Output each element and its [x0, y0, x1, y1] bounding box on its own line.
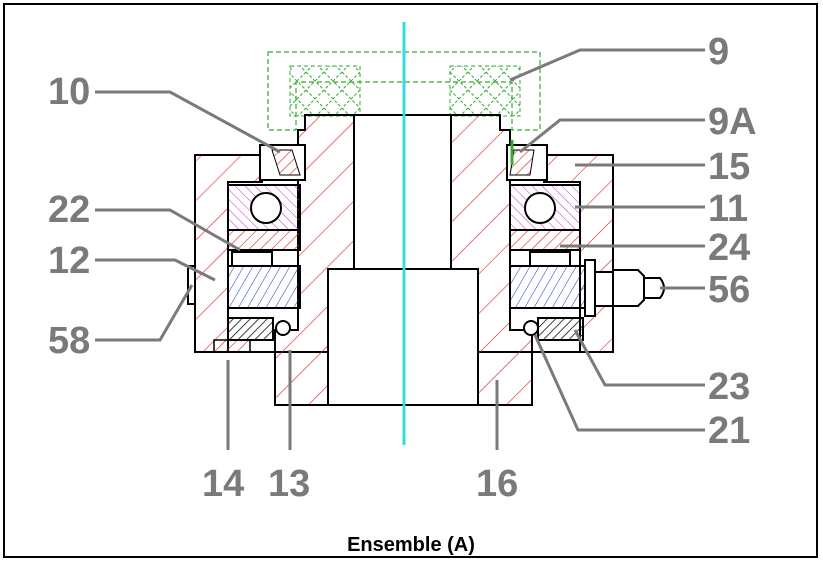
- ring-12: [227, 259, 596, 317]
- label-11: 11: [708, 188, 748, 230]
- label-10: 10: [48, 71, 90, 113]
- label-22: 22: [48, 189, 90, 231]
- seal-21-23: [227, 317, 584, 341]
- label-21: 21: [708, 410, 750, 452]
- label-16: 16: [476, 463, 518, 505]
- seal-10: [259, 144, 306, 181]
- label-15: 15: [708, 146, 750, 188]
- label-13: 13: [268, 463, 310, 505]
- label-56: 56: [708, 269, 750, 311]
- part-14: [213, 339, 251, 353]
- label-9a: 9A: [708, 101, 757, 143]
- label-23: 23: [708, 366, 750, 408]
- bearing-11: [227, 184, 581, 231]
- drawing-caption: Ensemble (A): [347, 534, 475, 556]
- grease-nipple-56: [594, 269, 665, 307]
- label-24: 24: [708, 227, 750, 269]
- label-14: 14: [202, 463, 244, 505]
- seal-9a: [506, 140, 548, 181]
- label-9: 9: [708, 31, 729, 73]
- label-58: 58: [48, 320, 90, 362]
- part-9-phantom: [267, 51, 541, 131]
- leader-lines: [95, 48, 705, 450]
- label-12: 12: [48, 240, 90, 282]
